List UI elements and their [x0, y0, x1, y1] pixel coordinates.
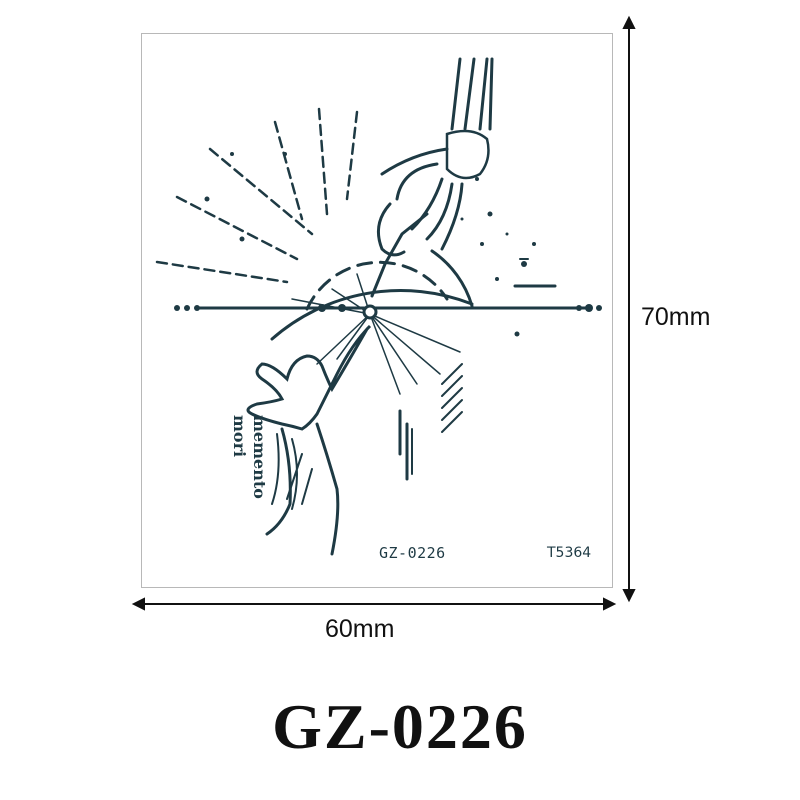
star-dot — [532, 242, 536, 246]
height-label: 70mm — [641, 303, 711, 331]
star-dot — [204, 196, 210, 202]
human-hand — [246, 324, 372, 431]
star-dot — [505, 232, 509, 236]
line-dot — [174, 305, 180, 311]
width-arrow-left — [131, 597, 145, 611]
skeleton-fingers — [376, 147, 464, 257]
burst-line — [291, 298, 371, 315]
burst-line — [336, 313, 371, 360]
ray — [208, 147, 314, 236]
tattoo-sheet: memento mori GZ-0226 T5364 — [141, 33, 613, 588]
line-dot — [338, 304, 346, 312]
sheet-sku: T5364 — [547, 545, 592, 561]
star-dot — [514, 331, 520, 337]
line-dot — [585, 304, 593, 312]
tattoo-artwork — [155, 57, 602, 556]
star-dot — [460, 217, 464, 221]
line-dot — [194, 305, 200, 311]
hatch — [441, 375, 463, 397]
star-dot — [283, 152, 287, 156]
burst-line — [369, 313, 418, 385]
line-dot — [184, 305, 190, 311]
center-dot — [362, 304, 378, 320]
star-dot — [487, 211, 493, 217]
star-dot — [521, 261, 527, 267]
ray — [345, 110, 359, 201]
hatch — [441, 387, 463, 409]
width-arrow-right — [603, 597, 617, 611]
human-arm — [265, 422, 340, 556]
line-dot — [576, 305, 582, 311]
hatch — [441, 411, 463, 433]
star-dot — [230, 152, 234, 156]
burst-line — [369, 313, 461, 353]
hand-shading — [271, 433, 313, 510]
hatch — [441, 399, 463, 421]
width-label: 60mm — [325, 615, 395, 643]
line-dot — [596, 305, 602, 311]
burst-line — [369, 313, 401, 395]
sun-arc-dashed — [305, 260, 449, 311]
skeleton-wrist — [445, 129, 490, 180]
ray — [155, 260, 289, 284]
height-arrow-bottom — [622, 589, 636, 603]
star-dot — [239, 236, 245, 242]
ray — [317, 107, 329, 216]
motto-text: memento mori — [159, 415, 269, 499]
motto-line-2: mori — [230, 415, 249, 458]
product-code-title: GZ-0226 — [272, 691, 528, 762]
sun-arc-right — [430, 249, 474, 308]
height-arrow-top — [622, 15, 636, 29]
line-dot — [318, 304, 326, 312]
skeleton-forearm — [450, 57, 494, 131]
star-dot — [495, 277, 499, 281]
skeleton-knuckles — [370, 212, 429, 298]
star-dot — [475, 177, 479, 181]
burst-line — [316, 313, 371, 365]
star-dot — [480, 242, 484, 246]
hatch — [441, 363, 463, 385]
ray — [175, 195, 299, 261]
ray — [273, 120, 304, 221]
burst-line — [369, 313, 441, 375]
motto-line-1: memento — [250, 415, 269, 499]
sheet-product-code: GZ-0226 — [379, 544, 446, 562]
